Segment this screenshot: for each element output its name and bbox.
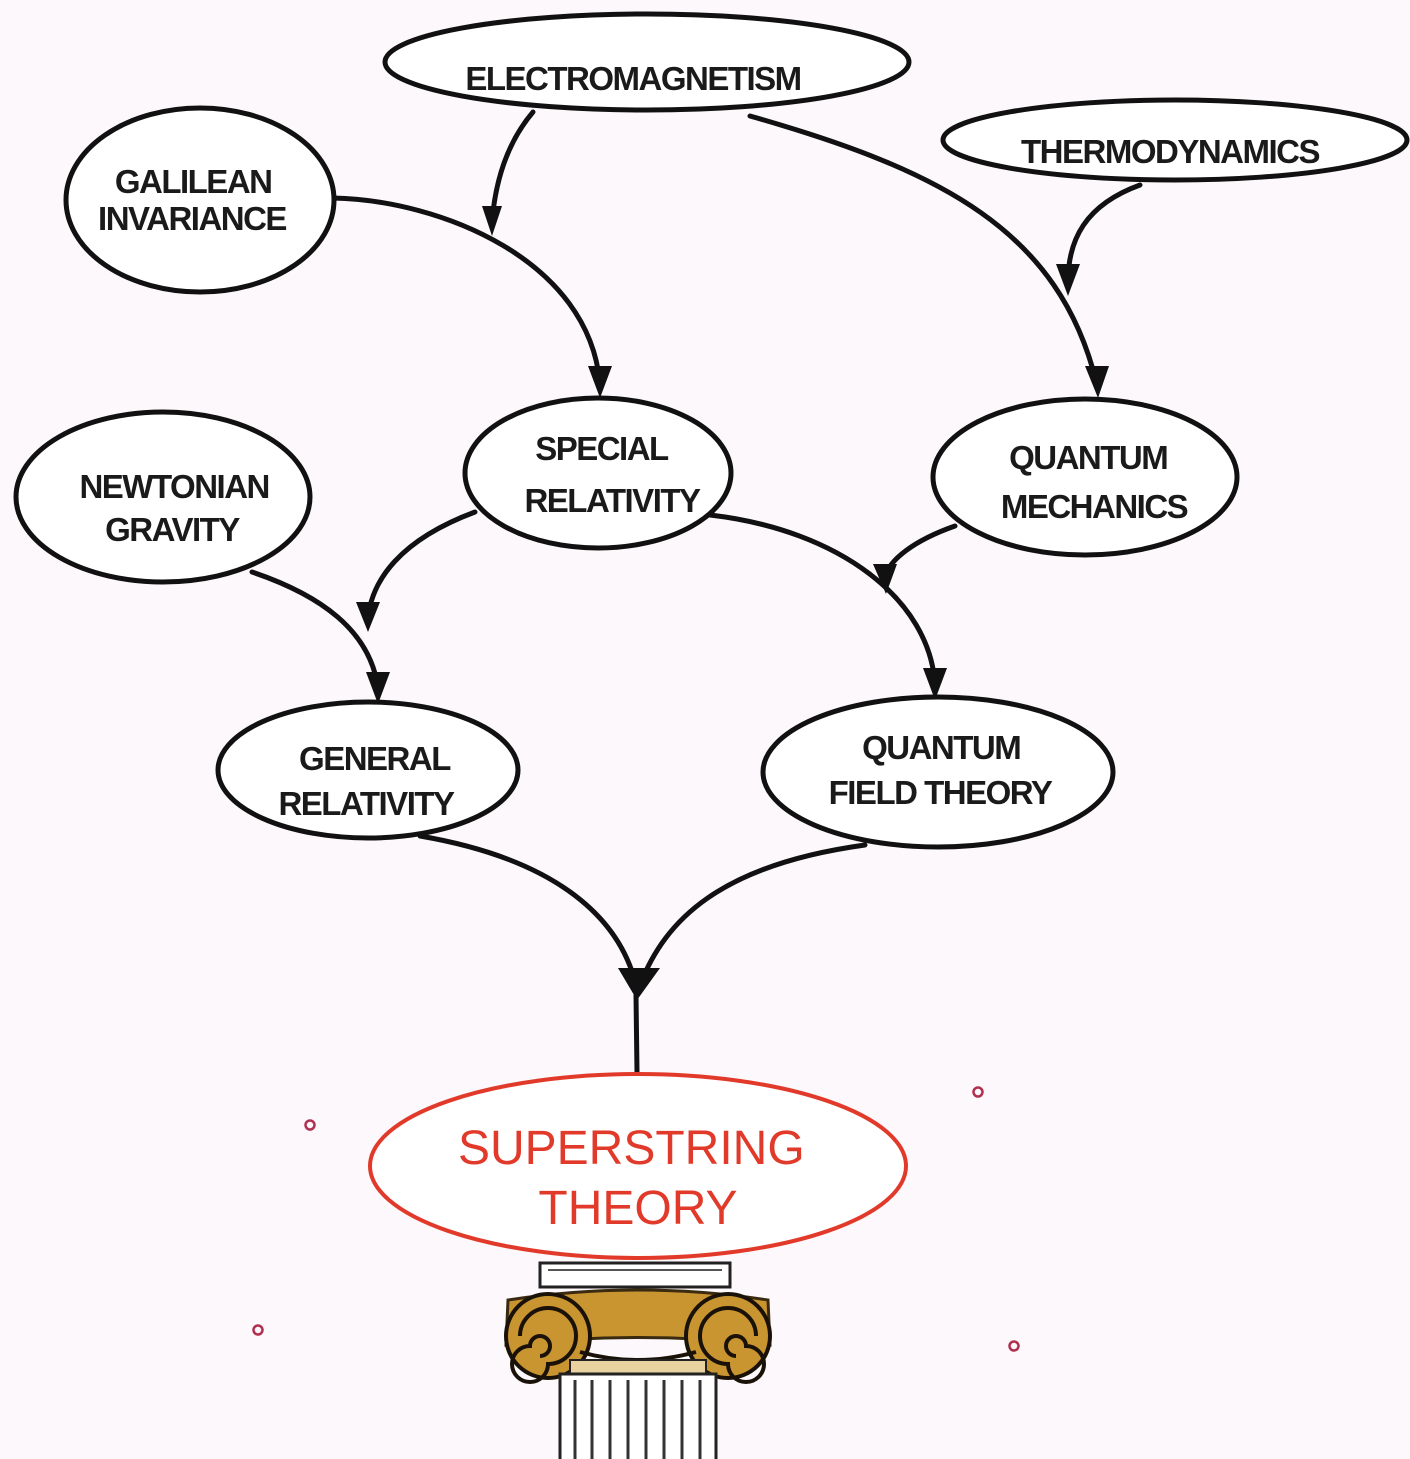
edge-electromagnetism-to-special-relativity: [489, 109, 536, 225]
node-label-line: FIELD THEORY: [829, 774, 1053, 811]
column-fluting: [573, 1380, 702, 1459]
node-label: QUANTUM FIELD THEORY: [829, 729, 1053, 811]
node-thermodynamics: THERMODYNAMICS: [940, 97, 1410, 183]
node-label: SUPERSTRING THEORY: [458, 1122, 818, 1235]
dot: [972, 1086, 984, 1098]
node-superstring-theory: SUPERSTRING THEORY: [368, 1072, 908, 1260]
edge-general-relativity-to-superstring-theory: [417, 833, 639, 988]
node-label-line: GENERAL: [299, 740, 451, 777]
decorative-dots: [252, 1086, 1020, 1352]
edge-quantum-mechanics-to-quantum-field-theory: [882, 523, 958, 581]
dot: [1008, 1340, 1020, 1352]
node-label-line: GRAVITY: [105, 511, 240, 548]
node-ellipse: [930, 396, 1240, 558]
edge-arrowhead: [366, 672, 390, 704]
node-label-line: GALILEAN: [115, 163, 272, 200]
edge-arrowhead: [1085, 366, 1109, 398]
node-label-line: QUANTUM: [862, 729, 1020, 766]
edge-arrowhead: [1056, 264, 1080, 296]
edge-arrowhead: [588, 366, 612, 398]
column-volute-right: [684, 1292, 772, 1384]
node-label-line: SUPERSTRING: [458, 1122, 805, 1175]
node-ellipse: [760, 694, 1116, 850]
node-label-line: ELECTROMAGNETISM: [465, 60, 800, 97]
node-label: THERMODYNAMICS: [1021, 133, 1319, 170]
node-ellipse: [940, 97, 1410, 183]
node-label-line: MECHANICS: [1001, 488, 1188, 525]
node-label: QUANTUM MECHANICS: [1001, 439, 1188, 525]
edge-arrowhead: [482, 206, 502, 236]
node-label-line: INVARIANCE: [98, 200, 286, 237]
edge-galilean-invariance-to-special-relativity: [330, 195, 603, 388]
edge-newtonian-gravity-to-general-relativity: [249, 569, 381, 691]
dot: [252, 1324, 264, 1336]
node-galilean-invariance: GALILEAN INVARIANCE: [63, 105, 337, 295]
node-label: ELECTROMAGNETISM: [465, 60, 800, 97]
node-ellipse: [13, 409, 313, 585]
node-label-line: THERMODYNAMICS: [1021, 133, 1319, 170]
node-label: SPECIAL RELATIVITY: [524, 430, 701, 519]
edges: [249, 109, 1143, 1075]
node-electromagnetism: ELECTROMAGNETISM: [382, 11, 912, 113]
node-label: GENERAL RELATIVITY: [278, 740, 456, 822]
edge-quantum-field-theory-to-superstring-theory: [637, 842, 868, 988]
node-label-line: RELATIVITY: [278, 785, 455, 822]
edge-thermodynamics-to-quantum-mechanics: [1065, 182, 1143, 285]
node-label-line: SPECIAL: [535, 430, 669, 467]
edge-special-relativity-to-general-relativity: [365, 509, 478, 621]
node-label-line: QUANTUM: [1009, 439, 1167, 476]
edge-stem-to-superstring-theory: [633, 992, 640, 1075]
node-special-relativity: SPECIAL RELATIVITY: [462, 395, 734, 551]
edge-electromagnetism-to-quantum-mechanics: [747, 113, 1100, 388]
column-abacus: [538, 1261, 732, 1289]
node-ellipse: [382, 11, 912, 113]
ionic-column-icon: [504, 1261, 772, 1459]
edge-arrowhead: [618, 968, 660, 1000]
node-label-line: NEWTONIAN: [79, 468, 268, 505]
node-newtonian-gravity: NEWTONIAN GRAVITY: [13, 409, 313, 585]
node-ellipse: [63, 105, 337, 295]
node-label: NEWTONIAN GRAVITY: [79, 468, 276, 548]
edge-arrowhead: [356, 602, 380, 632]
edge-arrowhead: [923, 668, 947, 700]
node-ellipse: [368, 1072, 908, 1260]
edge-arrowhead: [873, 564, 897, 594]
edge-special-relativity-to-quantum-field-theory: [707, 512, 938, 688]
column-volute-left: [504, 1292, 592, 1384]
node-label-line: RELATIVITY: [524, 482, 701, 519]
dot: [304, 1119, 316, 1131]
node-ellipse: [462, 395, 734, 551]
column-shaft: [558, 1372, 718, 1459]
node-label: GALILEAN INVARIANCE: [98, 163, 286, 237]
node-label-line: THEORY: [538, 1182, 737, 1235]
node-quantum-field-theory: QUANTUM FIELD THEORY: [760, 694, 1116, 850]
node-quantum-mechanics: QUANTUM MECHANICS: [930, 396, 1240, 558]
node-general-relativity: GENERAL RELATIVITY: [215, 699, 521, 841]
node-ellipse: [215, 699, 521, 841]
